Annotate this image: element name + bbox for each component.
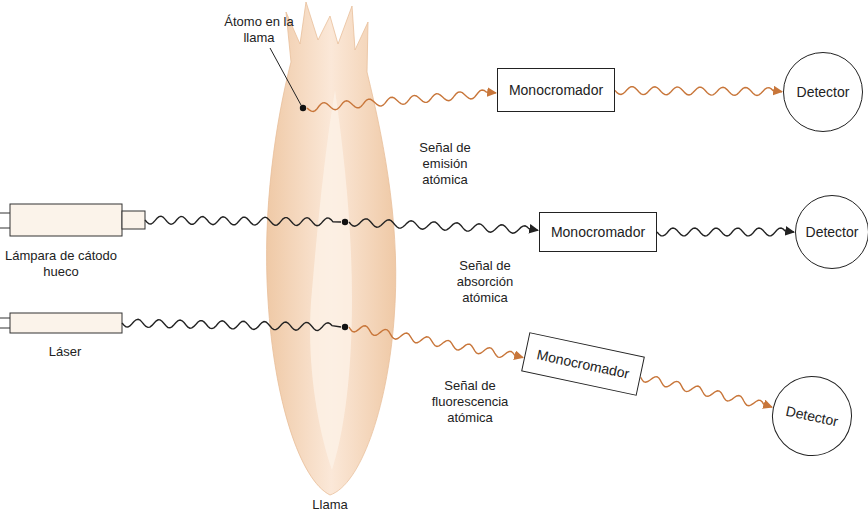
detector-circle: Detector: [795, 195, 868, 269]
signal-connector: [641, 377, 773, 407]
signal-wave: [307, 90, 496, 112]
node-text: Monocromador: [551, 224, 645, 240]
hollow-cathode-lamp: [0, 204, 145, 236]
detector-circle: Detector: [783, 52, 863, 132]
text-label: Láser: [35, 344, 95, 360]
text-label: Lámpara de cátodo hueco: [0, 248, 122, 280]
node-text: Detector: [806, 224, 859, 240]
flame: [267, 2, 396, 495]
monochromator-box: Monocromador: [539, 212, 657, 252]
monochromator-box: Monocromador: [521, 332, 645, 396]
flame-core: [310, 90, 352, 470]
monochromator-box: Monocromador: [497, 68, 615, 112]
atom-dot: [342, 219, 348, 225]
text-label: Señal de absorción atómica: [440, 258, 530, 306]
signal-connector: [615, 87, 782, 96]
text-label: Átomo en la llama: [214, 14, 304, 46]
incident-light: [145, 216, 341, 226]
node-text: Monocromador: [535, 346, 630, 381]
node-text: Monocromador: [509, 82, 603, 98]
signal-connector: [657, 228, 794, 236]
node-text: Detector: [784, 403, 839, 430]
atom-dot: [342, 324, 348, 330]
text-label: Llama: [300, 497, 360, 513]
laser: [0, 313, 122, 333]
node-text: Detector: [797, 84, 850, 100]
text-label: Señal de emisión atómica: [400, 140, 490, 188]
text-label: Señal de fluorescencia atómica: [420, 378, 520, 426]
signal-wave: [349, 326, 523, 358]
atom-dot: [300, 105, 306, 111]
leader-line: [270, 48, 301, 105]
signal-wave: [349, 219, 538, 233]
detector-circle: Detector: [765, 369, 860, 464]
laser-beam: [122, 319, 341, 330]
